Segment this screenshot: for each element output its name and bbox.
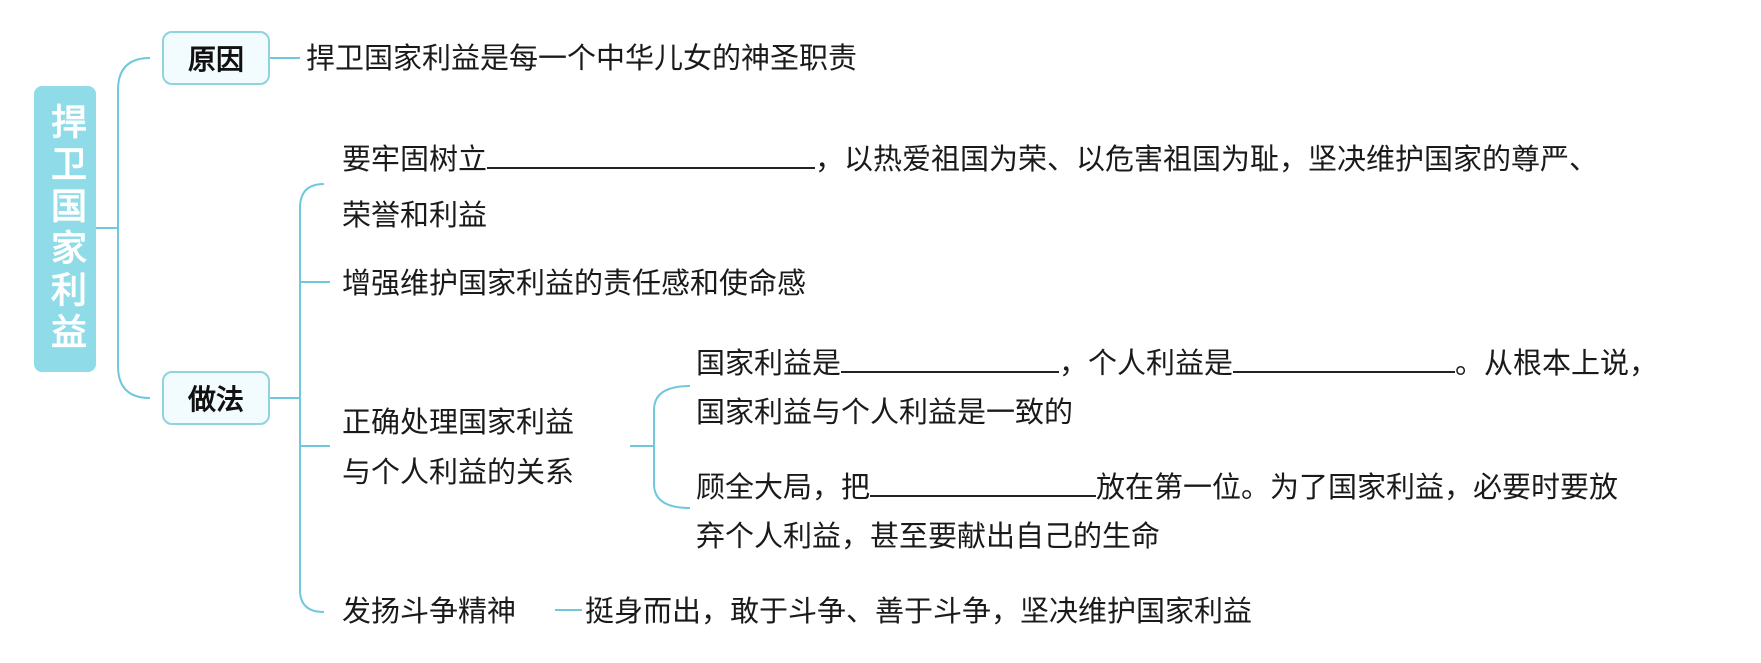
sub1-blank1 <box>841 341 1060 373</box>
sub1-blank2 <box>1233 341 1456 373</box>
sub1-part2: ，个人利益是 <box>1059 346 1234 380</box>
item2-text: 增强维护国家利益的责任感和使命感 <box>342 266 807 300</box>
method-node: 做法 <box>162 371 270 425</box>
item4-label: 发扬斗争精神 <box>342 594 517 628</box>
root-label: 捍卫国家利益 <box>45 103 86 355</box>
sub2-blank <box>870 465 1097 497</box>
item1-suffix: ，以热爱祖国为荣、以危害祖国为耻，坚决维护国家的尊严、 <box>815 142 1599 176</box>
method-bracket <box>299 183 325 613</box>
item1-line1: 要牢固树立 ，以热爱祖国为荣、以危害祖国为耻，坚决维护国家的尊严、 <box>342 137 1598 181</box>
item3-sub1-line2: 国家利益与个人利益是一致的 <box>696 395 1074 429</box>
item3-sub2-line1: 顾全大局，把 放在第一位。为了国家利益，必要时要放 <box>696 465 1618 509</box>
reason-node: 原因 <box>162 31 270 85</box>
sub1-part1: 国家利益是 <box>696 346 842 380</box>
item3-label-line1: 正确处理国家利益 <box>342 405 575 439</box>
sub2-part2: 放在第一位。为了国家利益，必要时要放 <box>1096 470 1619 504</box>
item1-line2: 荣誉和利益 <box>342 198 488 232</box>
reason-text: 捍卫国家利益是每一个中华儿女的神圣职责 <box>306 41 858 75</box>
item1-prefix: 要牢固树立 <box>342 142 488 176</box>
item3-sub2-line2: 弃个人利益，甚至要献出自己的生命 <box>696 519 1161 553</box>
reason-label: 原因 <box>187 43 244 76</box>
item4-text: 挺身而出，敢于斗争、善于斗争，坚决维护国家利益 <box>585 594 1253 628</box>
sub1-part3: 。从根本上说， <box>1455 346 1659 380</box>
method-label: 做法 <box>187 383 244 416</box>
sub2-part1: 顾全大局，把 <box>696 470 871 504</box>
item1-blank <box>487 137 816 169</box>
item3-label-line2: 与个人利益的关系 <box>342 455 575 489</box>
item3-sub1-line1: 国家利益是 ，个人利益是 。从根本上说， <box>696 341 1658 385</box>
root-bracket <box>117 57 151 399</box>
root-node: 捍卫国家利益 <box>34 86 96 372</box>
item3-bracket <box>653 385 691 509</box>
